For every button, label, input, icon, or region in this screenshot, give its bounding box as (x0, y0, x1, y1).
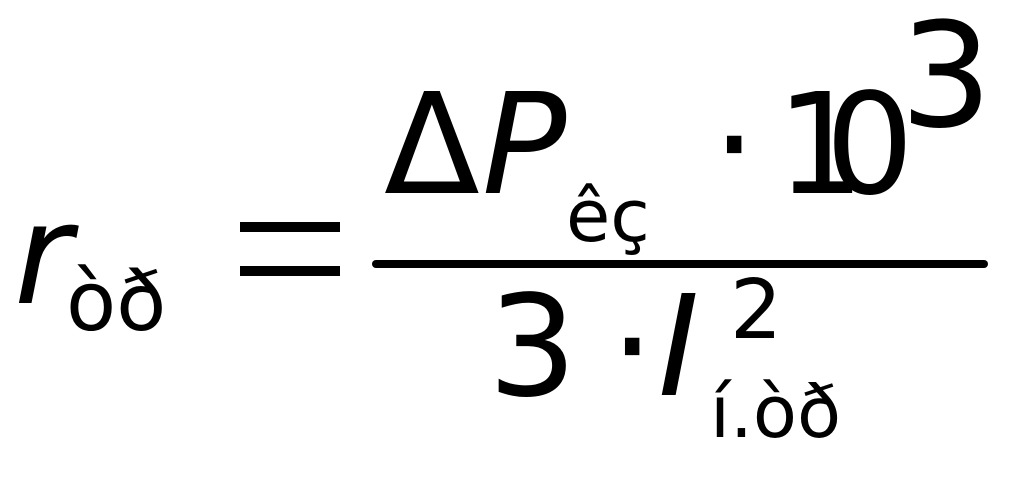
numerator-exponent: 3 (900, 0, 993, 161)
numerator-dot: · (712, 64, 757, 227)
numerator-delta: Δ (384, 64, 480, 227)
fraction-bar (372, 260, 988, 268)
numerator-subscript: êç (566, 174, 650, 258)
denominator-dot: · (610, 266, 655, 429)
equals-bar-top (240, 222, 340, 232)
lhs-subscript: òð (66, 255, 167, 350)
numerator-symbol: P (482, 64, 567, 227)
equals-bar-bottom (240, 266, 340, 276)
denominator-coefficient: 3 (488, 266, 578, 429)
denominator-exponent: 2 (730, 263, 783, 358)
denominator-symbol: I (658, 266, 700, 429)
numerator-base: 10 (776, 64, 914, 227)
lhs-symbol: r (14, 174, 72, 337)
denominator-subscript: í.òð (710, 370, 841, 454)
